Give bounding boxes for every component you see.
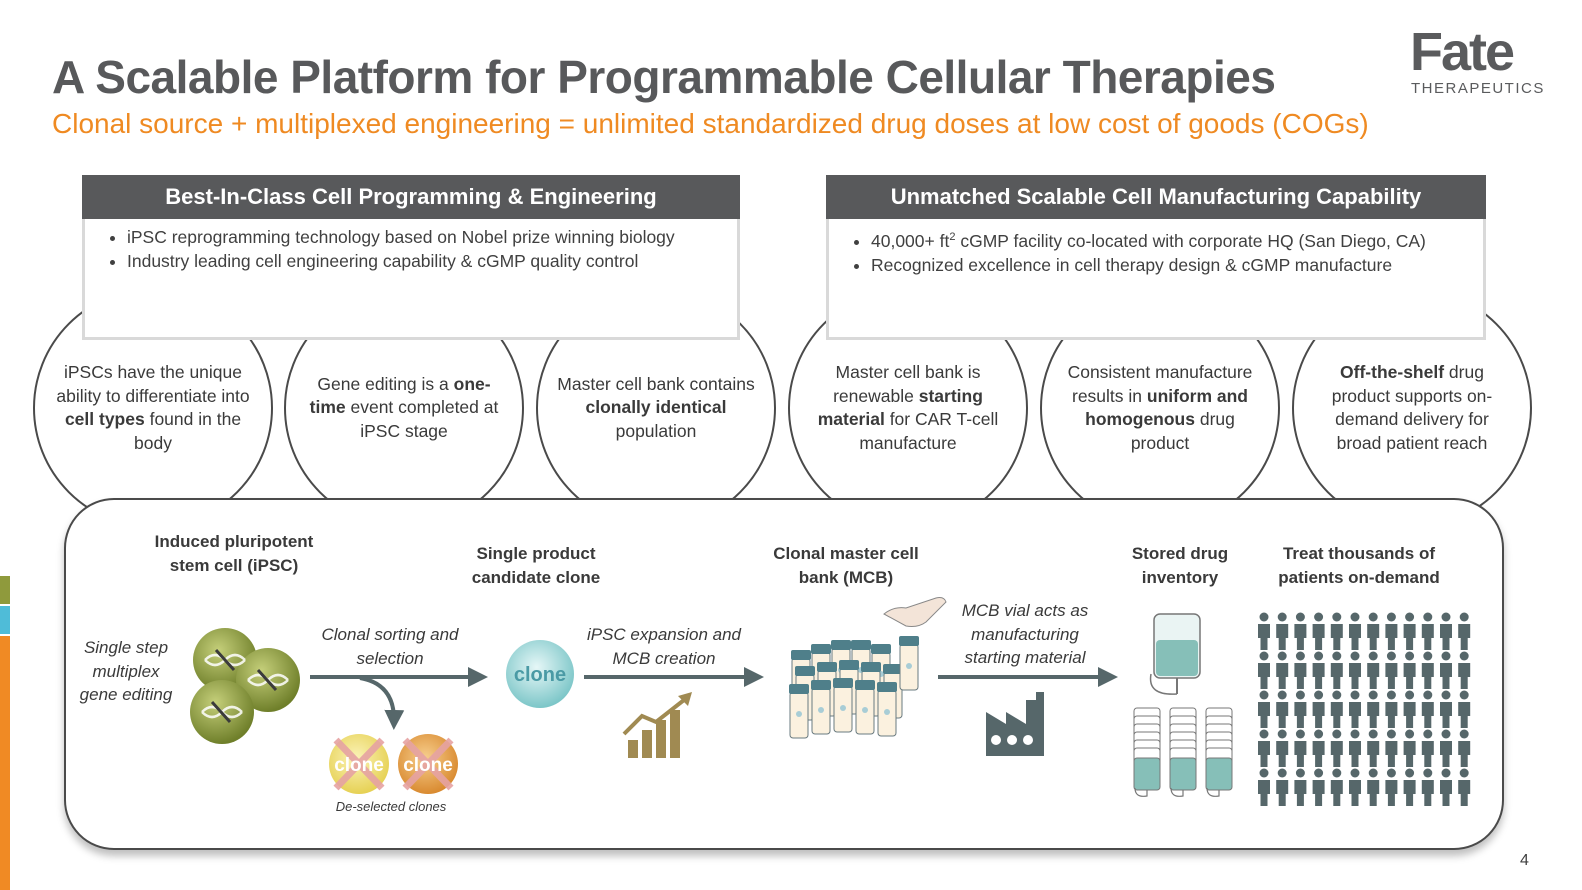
clone-cell-text: clone	[514, 664, 566, 686]
mcb-vials-icon	[789, 636, 919, 739]
accent-bar-teal	[0, 606, 10, 634]
iv-bag-icon	[1149, 613, 1201, 695]
arrow-deselect	[359, 676, 405, 730]
right-section-header: Unmatched Scalable Cell Manufacturing Ca…	[826, 175, 1486, 219]
accent-bar-olive	[0, 576, 10, 604]
right-bullet-1-sup: 2	[949, 231, 956, 243]
right-bullet-1-pre: 40,000+ ft	[871, 230, 950, 251]
treat-label: Treat thousands of patients on-demand	[1278, 544, 1440, 587]
expansion-label: iPSC expansion and MCB creation	[586, 625, 742, 668]
circle-text: Master cell bank contains clonally ident…	[557, 373, 755, 441]
left-bullet-2: Industry leading cell engineering capabi…	[127, 249, 737, 273]
deselected-clones-icon	[329, 734, 458, 794]
ipsc-label: Induced pluripotent stem cell (iPSC)	[154, 532, 314, 575]
hand-icon	[883, 597, 947, 627]
logo-subtitle: THERAPEUTICS	[1411, 80, 1545, 97]
accent-bar-orange	[0, 636, 10, 890]
deselected-label: De-selected clones	[335, 799, 447, 814]
mcb-label: Clonal master cell bank (MCB)	[773, 544, 919, 587]
left-bullet-1: iPSC reprogramming technology based on N…	[127, 225, 737, 249]
drug-inventory-icon	[1133, 707, 1233, 797]
right-bullet-1-post: cGMP facility co-located with corporate …	[955, 230, 1426, 251]
logo-wordmark: Fate	[1410, 22, 1515, 82]
deselected-clone-text-1: clone	[334, 755, 384, 776]
circle-text: Gene editing is a one-time event complet…	[309, 373, 499, 441]
clone-cell-icon	[506, 640, 574, 708]
patients-icon	[1258, 612, 1471, 806]
circle-text: Consistent manufacture results in unifor…	[1067, 362, 1253, 453]
editing-label: Single step multiplex gene editing	[79, 638, 173, 704]
sorting-label: Clonal sorting and selection	[321, 625, 459, 668]
clone-label: Single product candidate clone	[471, 544, 601, 587]
vial-label: MCB vial acts as manufacturing starting …	[961, 601, 1089, 667]
page-subtitle: Clonal source + multiplexed engineering …	[52, 108, 1369, 139]
left-section-header: Best-In-Class Cell Programming & Enginee…	[82, 175, 740, 219]
page-title: A Scalable Platform for Programmable Cel…	[52, 51, 1276, 103]
right-section-bullets: 40,000+ ft2 cGMP facility co-located wit…	[826, 219, 1486, 340]
circle-text: Master cell bank is renewable starting m…	[817, 362, 999, 453]
ipsc-cells-icon	[190, 628, 300, 744]
factory-icon	[986, 692, 1044, 756]
company-logo: Fate THERAPEUTICS	[1410, 24, 1550, 98]
deselected-clone-text-2: clone	[403, 755, 453, 776]
left-section-bullets: iPSC reprogramming technology based on N…	[82, 219, 740, 340]
inventory-label: Stored drug inventory	[1131, 544, 1229, 587]
left-section: Best-In-Class Cell Programming & Enginee…	[82, 175, 740, 340]
page-number: 4	[1520, 852, 1529, 869]
right-bullet-1: 40,000+ ft2 cGMP facility co-located wit…	[871, 225, 1483, 253]
circle-text: iPSCs have the unique ability to differe…	[56, 362, 250, 453]
growth-chart-icon	[622, 692, 692, 758]
right-bullet-2: Recognized excellence in cell therapy de…	[871, 253, 1483, 277]
right-section: Unmatched Scalable Cell Manufacturing Ca…	[826, 175, 1486, 340]
circle-text: Off-the-shelf drug product supports on-d…	[1331, 362, 1493, 453]
